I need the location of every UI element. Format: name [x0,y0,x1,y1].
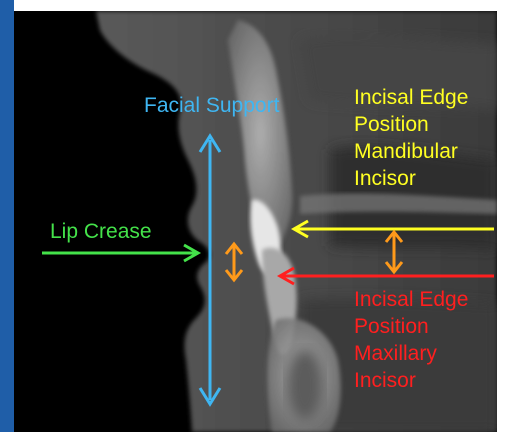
left-blue-border [0,0,14,432]
right-white-strip [497,0,513,432]
top-white-strip [14,0,513,11]
maxillary-incisor-label: Incisal Edge Position Maxillary Incisor [354,286,468,394]
facial-support-label: Facial Support [144,92,279,119]
mandibular-incisor-label: Incisal Edge Position Mandibular Incisor [354,84,468,192]
lip-crease-label: Lip Crease [50,218,152,245]
